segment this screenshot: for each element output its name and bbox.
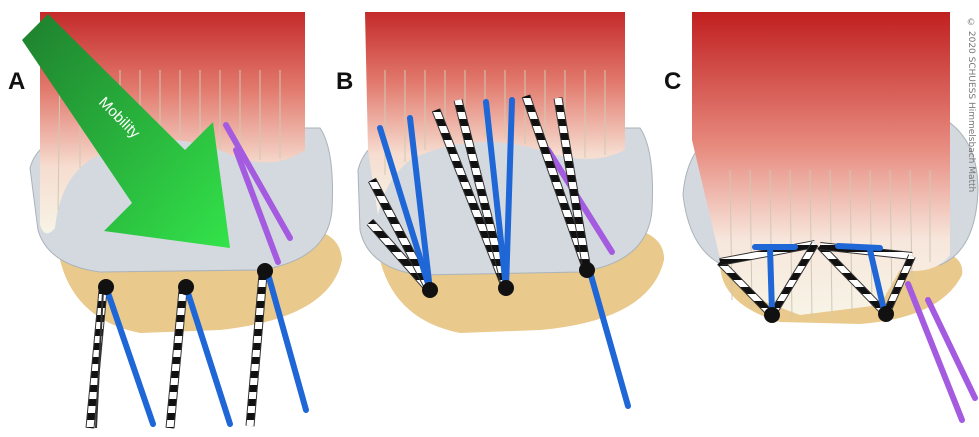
- copyright-notice: © 2020 SCHUESS Himmelsbach Matth: [962, 18, 976, 192]
- panel-b: [358, 12, 664, 406]
- anchor-a3: [257, 263, 273, 279]
- anchor-c2: [878, 306, 894, 322]
- panel-label-b: B: [336, 68, 353, 96]
- panel-label-a: A: [8, 68, 25, 96]
- purple-suture-c: [908, 284, 975, 420]
- anchor-c1: [764, 307, 780, 323]
- panel-c: [683, 12, 978, 420]
- panel-a: Mobility: [22, 12, 342, 428]
- anchor-a1: [98, 279, 114, 295]
- anchor-b1: [422, 282, 438, 298]
- anchor-b2: [498, 280, 514, 296]
- anchor-b3: [579, 262, 595, 278]
- panel-label-c: C: [664, 68, 681, 96]
- anchor-a2: [178, 279, 194, 295]
